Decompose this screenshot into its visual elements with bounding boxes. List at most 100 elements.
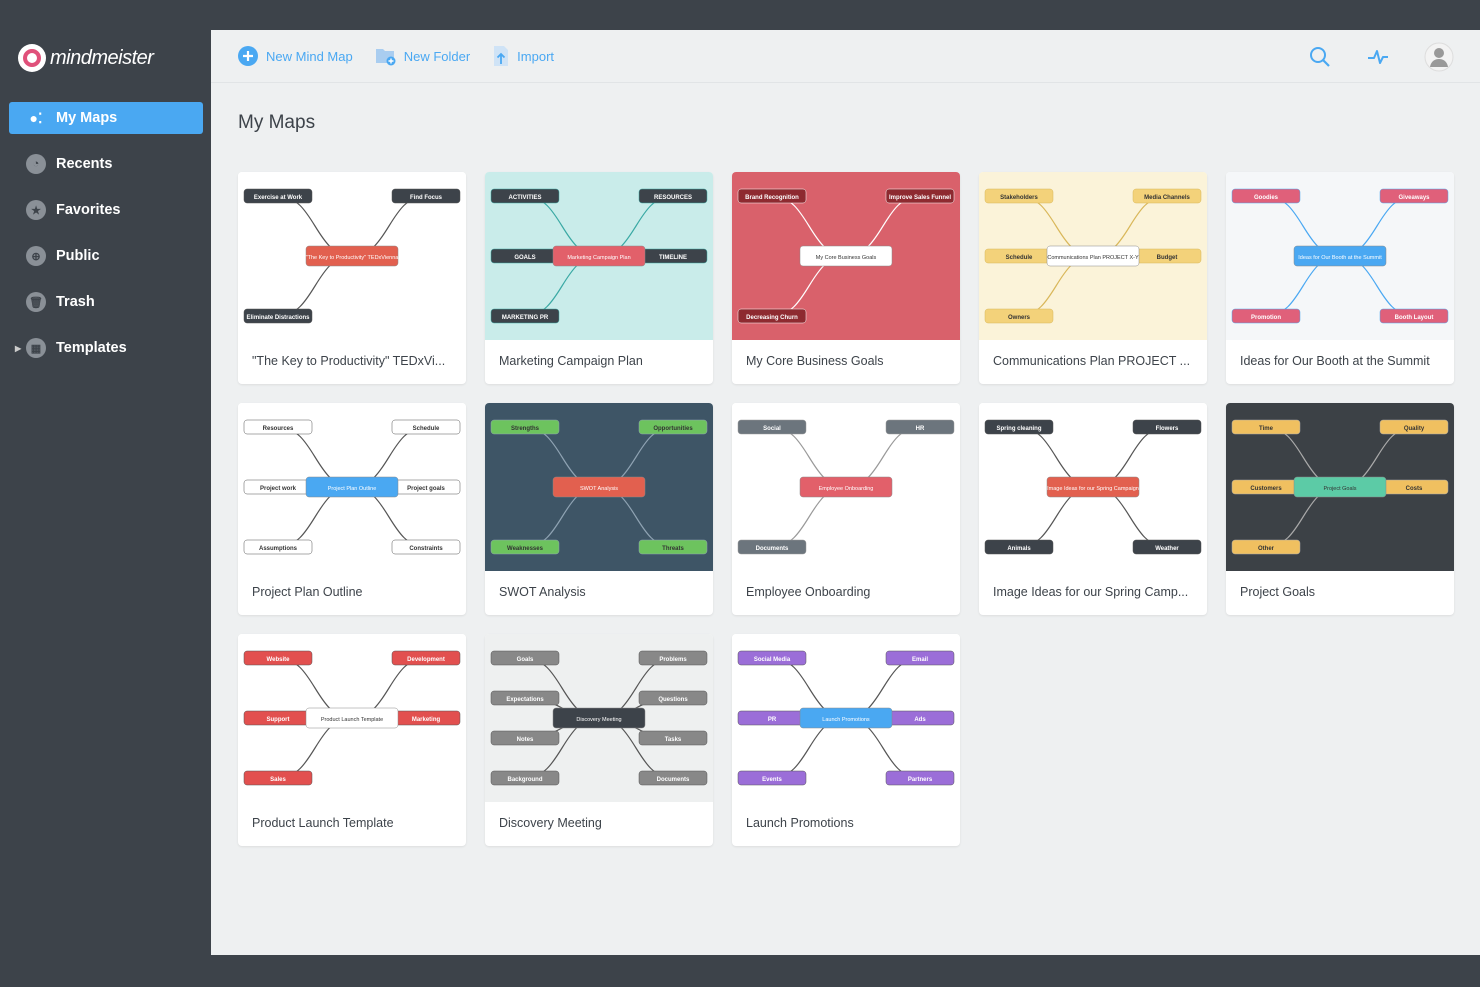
svg-text:MARKETING PR: MARKETING PR <box>502 315 549 321</box>
svg-text:Sales: Sales <box>270 777 286 783</box>
activity-icon[interactable] <box>1366 45 1390 74</box>
svg-text:Stakeholders: Stakeholders <box>1000 195 1038 201</box>
svg-text:Spring cleaning: Spring cleaning <box>996 426 1041 432</box>
sidebar-item-public[interactable]: ⊕Public <box>9 240 203 272</box>
sidebar-item-recents[interactable]: ◔Recents <box>9 148 203 180</box>
central-node: "The Key to Productivity" TEDxVienna <box>306 245 400 267</box>
sidebar-item-label: Public <box>56 248 100 264</box>
svg-text:PR: PR <box>768 717 777 723</box>
svg-text:Other: Other <box>1258 546 1275 552</box>
svg-text:Expectations: Expectations <box>506 697 544 703</box>
logo-icon <box>18 44 46 72</box>
svg-text:Assumptions: Assumptions <box>259 546 298 552</box>
svg-text:Discovery Meeting: Discovery Meeting <box>576 717 621 723</box>
map-title: Marketing Campaign Plan <box>499 354 643 368</box>
branch-node: Documents <box>737 539 807 555</box>
svg-text:"The Key to Productivity" TEDx: "The Key to Productivity" TEDxVienna <box>306 255 400 261</box>
branch-node: Social Media <box>737 650 807 666</box>
branch-node: Spring cleaning <box>984 419 1054 435</box>
svg-text:Schedule: Schedule <box>1006 255 1033 261</box>
clock-icon: ◔ <box>26 154 46 174</box>
svg-text:ACTIVITIES: ACTIVITIES <box>508 195 541 201</box>
branch-node: Eliminate Distractions <box>243 308 313 324</box>
svg-text:Goodies: Goodies <box>1254 195 1279 201</box>
branch-node: Resources <box>243 419 313 435</box>
new-folder-button[interactable]: New Folder <box>375 46 470 66</box>
branch-node: Tasks <box>638 730 708 746</box>
logo[interactable]: mindmeister <box>18 44 154 72</box>
branch-node: MARKETING PR <box>490 308 560 324</box>
branch-node: Strengths <box>490 419 560 435</box>
branch-node: Partners <box>885 770 955 786</box>
central-node: Communications Plan PROJECT X-Y <box>1046 245 1140 267</box>
expand-caret-icon[interactable]: ▶ <box>15 343 22 353</box>
branch-node: RESOURCES <box>638 188 708 204</box>
svg-text:Giveaways: Giveaways <box>1398 195 1430 201</box>
svg-text:Employee Onboarding: Employee Onboarding <box>819 486 874 492</box>
branch-node: Exercise at Work <box>243 188 313 204</box>
svg-text:Documents: Documents <box>756 546 789 552</box>
star-icon: ★ <box>26 200 46 220</box>
svg-text:Improve Sales Funnel: Improve Sales Funnel <box>889 195 951 201</box>
branch-node: Costs <box>1379 479 1449 495</box>
user-avatar-icon[interactable] <box>1424 42 1454 77</box>
import-button[interactable]: Import <box>492 45 554 67</box>
branch-node: Marketing <box>391 710 461 726</box>
sidebar-item-my-maps[interactable]: ●⁚My Maps <box>9 102 203 134</box>
central-node: Ideas for Our Booth at the Summit <box>1293 245 1387 267</box>
import-file-icon <box>492 45 510 67</box>
svg-text:Promotion: Promotion <box>1251 315 1281 321</box>
svg-text:Strengths: Strengths <box>511 426 540 432</box>
svg-text:Communications Plan PROJECT X-: Communications Plan PROJECT X-Y <box>1047 255 1139 261</box>
svg-text:Flowers: Flowers <box>1156 426 1179 432</box>
branch-node: Promotion <box>1231 308 1301 324</box>
svg-text:Notes: Notes <box>517 737 534 743</box>
svg-text:SWOT Analysis: SWOT Analysis <box>580 486 618 492</box>
branch-node: Goals <box>490 650 560 666</box>
map-title: SWOT Analysis <box>499 585 586 599</box>
map-title: Product Launch Template <box>252 816 394 830</box>
sidebar-item-trash[interactable]: 🗑Trash <box>9 286 203 318</box>
import-label: Import <box>517 48 555 64</box>
plus-circle-icon <box>237 45 259 67</box>
svg-text:Marketing Campaign Plan: Marketing Campaign Plan <box>567 255 630 261</box>
svg-text:Quality: Quality <box>1404 426 1425 432</box>
branch-node: Sales <box>243 770 313 786</box>
branch-node: Animals <box>984 539 1054 555</box>
toolbar: New Mind Map New Folder Import <box>211 30 1480 83</box>
svg-text:Problems: Problems <box>659 657 687 663</box>
sidebar-item-label: Templates <box>56 340 127 356</box>
sidebar-item-favorites[interactable]: ★Favorites <box>9 194 203 226</box>
sidebar-item-templates[interactable]: ▶▦Templates <box>9 332 203 364</box>
search-icon[interactable] <box>1308 45 1332 74</box>
new-mind-map-button[interactable]: New Mind Map <box>237 45 353 67</box>
svg-text:Marketing: Marketing <box>412 717 441 723</box>
branch-node: Quality <box>1379 419 1449 435</box>
branch-node: Weaknesses <box>490 539 560 555</box>
svg-text:Goals: Goals <box>517 657 534 663</box>
svg-text:Media Channels: Media Channels <box>1144 195 1190 201</box>
folder-plus-icon <box>375 46 397 66</box>
svg-text:Image Ideas for our Spring Cam: Image Ideas for our Spring Campaign <box>1047 486 1139 492</box>
svg-text:Booth Layout: Booth Layout <box>1395 315 1434 321</box>
